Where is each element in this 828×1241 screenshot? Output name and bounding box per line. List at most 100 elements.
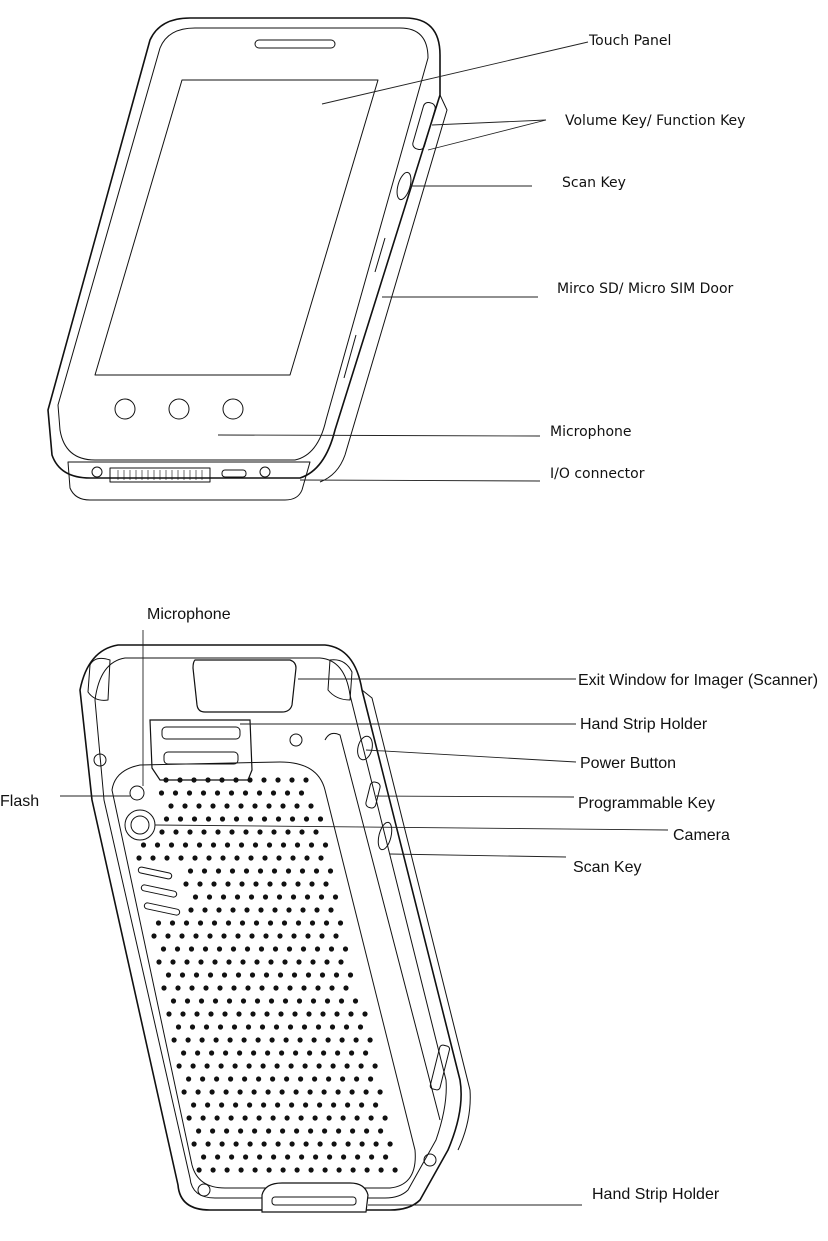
perforation-dot <box>219 777 224 782</box>
perforation-dot <box>318 1141 323 1146</box>
perforation-dot <box>210 1089 215 1094</box>
perforation-dot <box>315 985 320 990</box>
perforation-dot <box>346 1141 351 1146</box>
perforation-dot <box>197 842 202 847</box>
perforation-dot <box>182 803 187 808</box>
perforation-dot <box>262 1141 267 1146</box>
perforation-dot <box>322 1089 327 1094</box>
perforation-dot <box>159 829 164 834</box>
perforation-dot <box>161 985 166 990</box>
perforation-dot <box>201 790 206 795</box>
perforation-dot <box>348 972 353 977</box>
perforation-dot <box>368 1076 373 1081</box>
perforation-dot <box>303 1063 308 1068</box>
label-scan-key-front: Scan Key <box>562 175 626 191</box>
perforation-dot <box>322 1128 327 1133</box>
perforation-dot <box>309 1167 314 1172</box>
perforation-dot <box>253 1167 258 1172</box>
perforation-dot <box>281 1167 286 1172</box>
perforation-dot <box>300 868 305 873</box>
perforation-dot <box>334 1011 339 1016</box>
perforation-dot <box>327 1154 332 1159</box>
perforation-dot <box>340 1076 345 1081</box>
perforation-dot <box>215 1115 220 1120</box>
back-device <box>80 645 470 1212</box>
perforation-dot <box>333 894 338 899</box>
perforation-dot <box>197 1167 202 1172</box>
perforation-dot <box>324 959 329 964</box>
perforation-dot <box>239 842 244 847</box>
perforation-dot <box>299 790 304 795</box>
perforation-dot <box>239 881 244 886</box>
perforation-dot <box>294 1089 299 1094</box>
perforation-dot <box>197 881 202 886</box>
perforation-dot <box>186 1037 191 1042</box>
perforation-dot <box>173 790 178 795</box>
flash-shape <box>130 786 144 800</box>
perforation-dot <box>293 1050 298 1055</box>
perforation-dot <box>304 816 309 821</box>
perforation-dot <box>204 1024 209 1029</box>
perforation-dot <box>258 907 263 912</box>
perforation-dot <box>257 790 262 795</box>
perforation-dot <box>340 1037 345 1042</box>
perforation-dot <box>289 777 294 782</box>
back-labels: Microphone Exit Window for Imager (Scann… <box>0 606 818 1203</box>
perforation-dot <box>271 1154 276 1159</box>
perforation-dot <box>161 946 166 951</box>
perforation-dot <box>298 1076 303 1081</box>
label-programmable-key: Programmable Key <box>578 795 715 812</box>
perforation-dot <box>309 881 314 886</box>
perforation-dot <box>199 998 204 1003</box>
perforation-dot <box>338 920 343 925</box>
perforation-dot <box>374 1141 379 1146</box>
perforation-dot <box>282 920 287 925</box>
perforation-dot <box>314 868 319 873</box>
perforation-dot <box>224 1089 229 1094</box>
perforation-dot <box>248 1141 253 1146</box>
perforation-dot <box>264 972 269 977</box>
perforation-dot <box>217 985 222 990</box>
perforation-dot <box>245 985 250 990</box>
perforation-dot <box>238 1089 243 1094</box>
label-hand-strip-bottom: Hand Strip Holder <box>592 1186 720 1203</box>
perforation-dot <box>168 803 173 808</box>
perforation-dot <box>298 1037 303 1042</box>
perforation-dot <box>345 1063 350 1068</box>
perforation-dot <box>177 1063 182 1068</box>
perforation-dot <box>291 933 296 938</box>
perforation-dot <box>285 790 290 795</box>
perforation-dot <box>326 1037 331 1042</box>
perforation-dot <box>172 1037 177 1042</box>
perforation-dot <box>320 1011 325 1016</box>
perforation-dot <box>234 1141 239 1146</box>
perforation-dot <box>294 1128 299 1133</box>
perforation-dot <box>299 829 304 834</box>
perforation-dot <box>210 803 215 808</box>
perforation-dot <box>273 985 278 990</box>
perforation-dot <box>217 946 222 951</box>
perforation-dot <box>231 946 236 951</box>
perforation-dot <box>290 816 295 821</box>
label-sd-door: Mirco SD/ Micro SIM Door <box>557 281 734 297</box>
perforation-dot <box>211 842 216 847</box>
perforation-dot <box>215 1154 220 1159</box>
perforation-dot <box>220 816 225 821</box>
perforation-dot <box>216 868 221 873</box>
perforation-dot <box>274 1024 279 1029</box>
perforation-dot <box>191 1102 196 1107</box>
perforation-dot <box>215 790 220 795</box>
perforation-dot <box>238 803 243 808</box>
perforation-dot <box>180 1011 185 1016</box>
perforation-dot <box>243 790 248 795</box>
perforation-dot <box>333 933 338 938</box>
perforation-dot <box>326 1076 331 1081</box>
perforation-dot <box>306 1011 311 1016</box>
exit-window-shape <box>193 660 296 712</box>
perforation-dot <box>236 972 241 977</box>
perforation-dot <box>350 1128 355 1133</box>
perforation-dot <box>177 777 182 782</box>
perforation-dot <box>331 1063 336 1068</box>
perforation-dot <box>359 1063 364 1068</box>
perforation-dot <box>388 1141 393 1146</box>
